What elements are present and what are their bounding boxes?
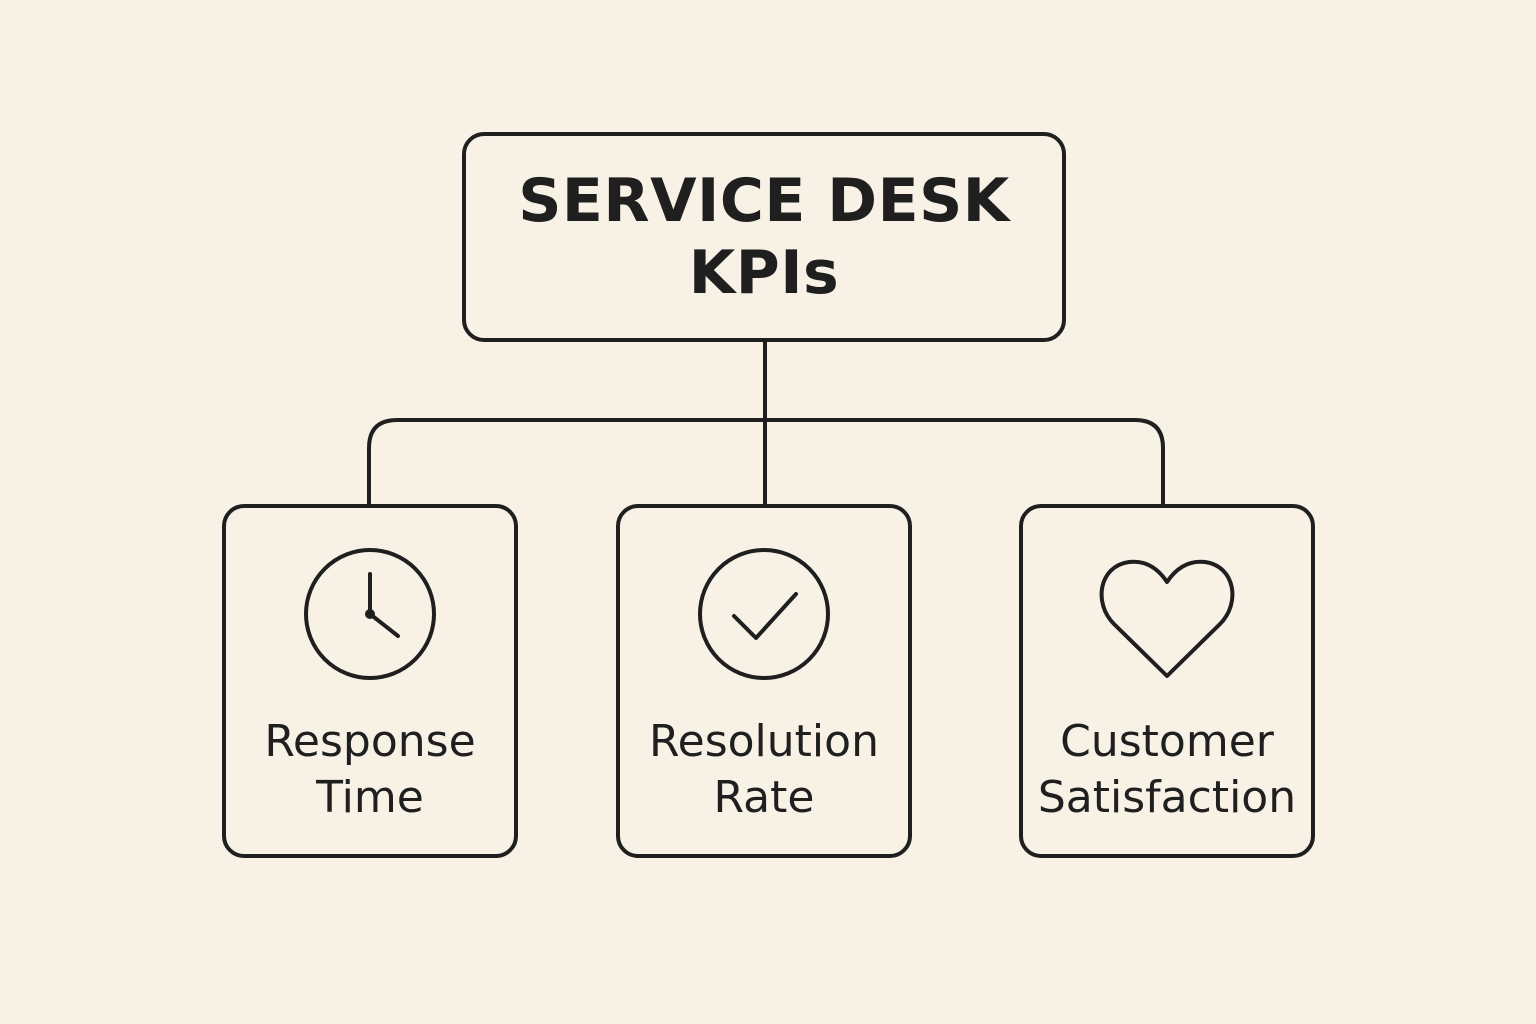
root-title-line2: KPIs	[688, 238, 840, 308]
kpi-label-customer-satisfaction: Customer Satisfaction	[1023, 714, 1311, 826]
kpi-label-resolution-rate: Resolution Rate	[620, 714, 908, 826]
heart-icon	[1099, 559, 1235, 678]
clock-icon	[304, 548, 436, 680]
root-title-line1: SERVICE DESK	[518, 166, 1010, 236]
kpi-label-line2: Satisfaction	[1037, 772, 1297, 823]
check-circle-icon	[698, 548, 830, 680]
root-title: SERVICE DESK KPIs	[518, 165, 1010, 309]
kpi-label-line2: Time	[316, 772, 424, 823]
branch-line	[367, 418, 1165, 504]
kpi-label-response-time: Response Time	[226, 714, 514, 826]
kpi-node-customer-satisfaction: Customer Satisfaction	[1019, 504, 1315, 858]
kpi-label-line1: Resolution	[649, 716, 879, 767]
kpi-label-line1: Customer	[1060, 716, 1274, 767]
kpi-node-response-time: Response Time	[222, 504, 518, 858]
kpi-label-line1: Response	[264, 716, 476, 767]
root-node-service-desk-kpis: SERVICE DESK KPIs	[462, 132, 1066, 342]
kpi-label-line2: Rate	[713, 772, 815, 823]
kpi-node-resolution-rate: Resolution Rate	[616, 504, 912, 858]
